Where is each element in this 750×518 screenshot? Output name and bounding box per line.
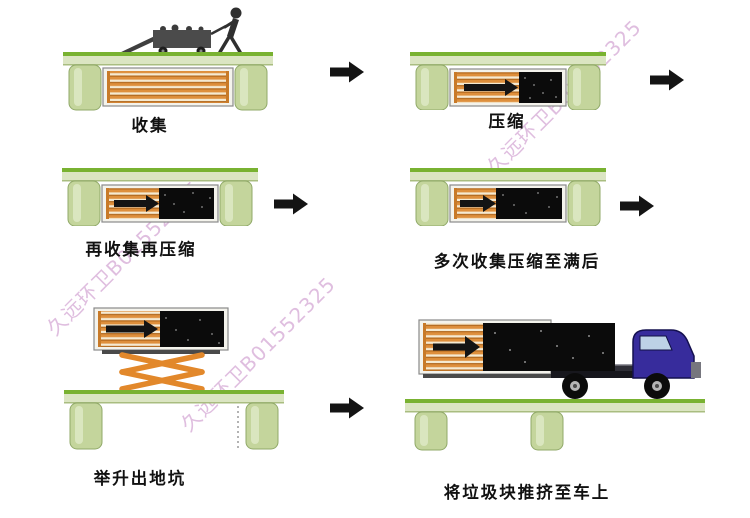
step-compress-full-label: 多次收集压缩至满后 <box>433 252 601 271</box>
step-lift-out-illustration <box>64 300 284 452</box>
step-push-onto-truck-illustration <box>405 298 705 453</box>
ground-surface <box>405 399 705 413</box>
pit-walls <box>69 402 279 450</box>
compressed-waste-block <box>496 188 562 219</box>
compressed-waste-block <box>159 188 214 219</box>
truck-icon <box>543 329 701 399</box>
push-arrow-icon <box>106 320 158 338</box>
flow-arrow-icon <box>328 60 366 84</box>
pit-walls <box>415 64 601 111</box>
worker-icon <box>218 7 242 54</box>
compactor-container-icon <box>102 67 234 107</box>
step-recollect-recompress-illustration <box>62 168 258 227</box>
flow-arrow-icon <box>272 192 310 216</box>
step-collect-illustration <box>63 4 273 112</box>
pit-walls <box>415 180 601 227</box>
step-compress-label: 压缩 <box>488 112 526 131</box>
compressed-waste-block <box>483 323 615 371</box>
step-lift-out-label: 举升出地坑 <box>93 469 187 488</box>
pit-walls <box>414 411 564 451</box>
step-compress-until-full-illustration <box>410 168 606 227</box>
flow-arrow-icon <box>328 396 366 420</box>
pit-walls <box>68 64 268 111</box>
scissor-lift-icon <box>102 350 220 392</box>
step-compress-illustration <box>410 52 606 111</box>
step-collect-label: 收集 <box>131 116 169 135</box>
compressed-waste-block <box>519 72 562 103</box>
push-arrow-icon <box>114 195 159 212</box>
step-push-onto-truck-label: 将垃圾块推挤至车上 <box>443 483 611 502</box>
garbage-cart-icon <box>153 24 227 56</box>
step-recollect-label: 再收集再压缩 <box>85 240 197 259</box>
ground-surface <box>64 390 284 404</box>
ground-surface <box>410 168 606 182</box>
push-arrow-icon <box>464 79 518 96</box>
ground-surface <box>62 168 258 182</box>
compressed-waste-block <box>160 311 224 347</box>
push-arrow-icon <box>433 336 480 358</box>
flow-arrow-icon <box>648 68 686 92</box>
ground-surface <box>63 52 273 66</box>
plank-icon <box>117 34 161 57</box>
ground-surface <box>410 52 606 66</box>
pit-walls <box>67 180 253 227</box>
flow-arrow-icon <box>618 194 656 218</box>
push-arrow-icon <box>460 195 496 212</box>
